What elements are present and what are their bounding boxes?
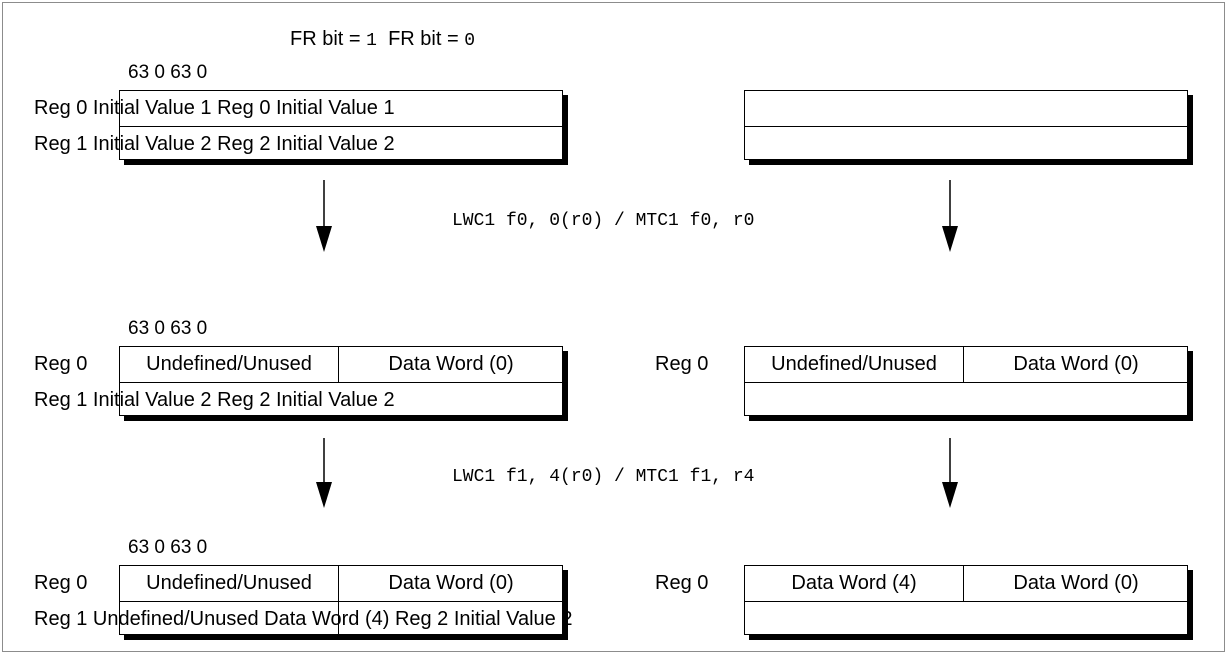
row-divider [744,126,1188,127]
register-box-stage3-right [744,565,1188,635]
down-arrow-icon [316,438,332,508]
row-divider [119,601,563,602]
instruction-2: LWC1 f1, 4(r0) / MTC1 f1, r4 [452,467,755,487]
stage2-left-cell-upper: Undefined/Unused [146,353,312,375]
row-divider [119,126,563,127]
stage3-right-cell-upper: Data Word (4) [791,572,917,594]
stage2-left-reg0-label: Reg 0 [34,353,88,375]
bit-label-stage1: 63 0 63 0 [128,62,208,83]
stage3-left-cell-upper: Undefined/Unused [146,572,312,594]
stage3-right-cell-lower: Data Word (0) [1013,572,1139,594]
register-box-stage3-left [119,565,563,635]
cell-divider [338,565,339,635]
stage2-right-cell-lower: Data Word (0) [1013,353,1139,375]
register-box-stage1-right [744,90,1188,160]
fr0-label: FR bit = [388,28,465,50]
bit-label-stage2: 63 0 63 0 [128,318,208,339]
fr0-value: 0 [464,31,476,51]
down-arrow-icon [942,438,958,508]
stage2-left-row1-text: Reg 1 Initial Value 2 Reg 2 Initial Valu… [34,389,395,411]
fr-header: FR bit = 1 FR bit = 0 [290,28,475,52]
down-arrow-icon [316,180,332,252]
row-divider [744,601,1188,602]
down-arrow-icon [942,180,958,252]
bit-label-stage3: 63 0 63 0 [128,537,208,558]
stage3-right-reg0-label: Reg 0 [655,572,709,594]
stage3-left-row1-text: Reg 1 Undefined/Unused Data Word (4) Reg… [34,608,573,630]
row-divider [744,382,1188,383]
stage3-left-cell-lower: Data Word (0) [388,572,514,594]
cell-divider [963,346,964,382]
stage3-left-reg0-label: Reg 0 [34,572,88,594]
fr1-value: 1 [366,31,377,51]
stage2-right-reg0-label: Reg 0 [655,353,709,375]
stage2-right-cell-upper: Undefined/Unused [771,353,937,375]
register-box-stage2-left [119,346,563,416]
register-box-stage2-right [744,346,1188,416]
fr1-label: FR bit = [290,28,367,50]
register-box-stage1-left [119,90,563,160]
instruction-1: LWC1 f0, 0(r0) / MTC1 f0, r0 [452,211,755,231]
cell-divider [963,565,964,601]
stage1-row1-text: Reg 1 Initial Value 2 Reg 2 Initial Valu… [34,133,395,155]
stage2-left-cell-lower: Data Word (0) [388,353,514,375]
row-divider [119,382,563,383]
stage1-row0-text: Reg 0 Initial Value 1 Reg 0 Initial Valu… [34,97,395,119]
cell-divider [338,346,339,382]
